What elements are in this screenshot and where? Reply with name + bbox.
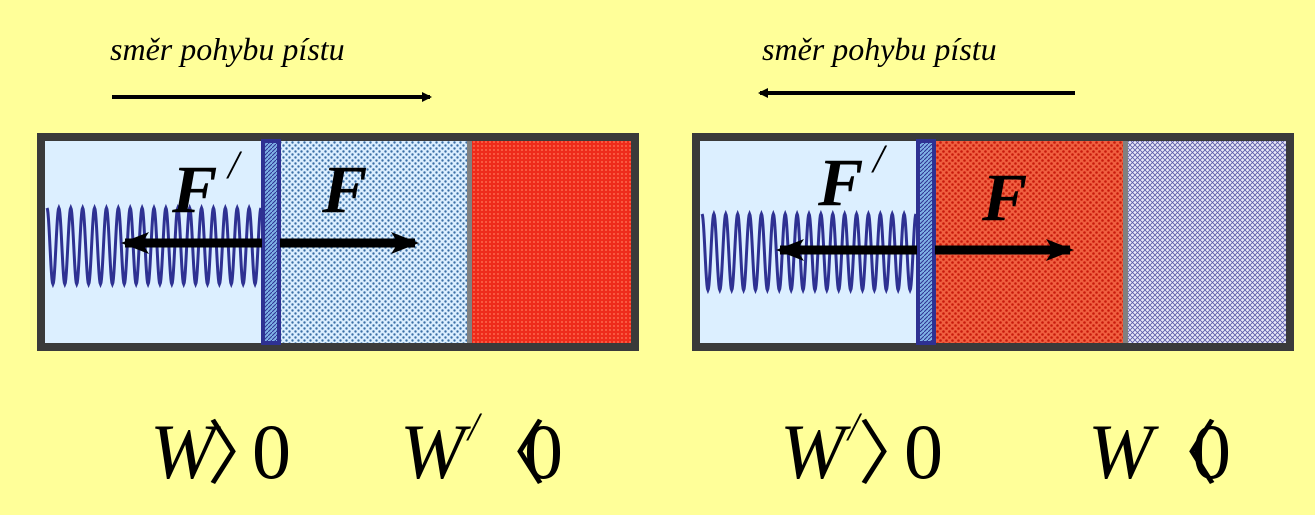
right-spring-force-label: F xyxy=(817,144,863,220)
right-eq-a-prime: / xyxy=(846,404,863,449)
right-spring-force-prime: / xyxy=(871,136,888,181)
right-panel: směr pohybu pístu F / F W / 〉 0 W 〈 0 xyxy=(692,31,1294,495)
right-eq-a-symbol: W xyxy=(780,408,851,495)
right-chamber-divider xyxy=(1123,141,1128,343)
left-eq-b-prime: / xyxy=(466,404,483,449)
right-equation-b: W 〈 0 xyxy=(1088,408,1231,495)
right-red-gas-chamber xyxy=(934,141,1123,343)
left-direction-label: směr pohybu pístu xyxy=(110,31,345,67)
left-eq-a-relation: 〉 xyxy=(207,413,277,495)
right-purple-gas-chamber xyxy=(1128,141,1286,343)
right-eq-b-value: 0 xyxy=(1192,408,1231,495)
left-eq-b-relation: 〈 xyxy=(476,413,546,495)
left-red-gas-chamber xyxy=(472,141,631,343)
left-chamber-divider xyxy=(467,141,472,343)
right-spring-chamber xyxy=(700,141,918,343)
left-spring-force-label: F xyxy=(171,151,217,227)
left-equation-a: W 〉 0 xyxy=(150,408,291,495)
left-spring-force-prime: / xyxy=(226,142,243,187)
left-gas-force-label: F xyxy=(321,151,367,227)
left-panel: směr pohybu pístu F / F W 〉 0 W / 〈 0 xyxy=(37,31,639,495)
right-eq-b-relation: 〈 xyxy=(1148,413,1218,495)
right-direction-label: směr pohybu pístu xyxy=(762,31,997,67)
right-eq-b-symbol: W xyxy=(1088,408,1159,495)
left-eq-a-value: 0 xyxy=(252,408,291,495)
right-spring xyxy=(700,209,918,295)
left-spring xyxy=(45,203,263,289)
right-eq-a-value: 0 xyxy=(904,408,943,495)
left-eq-b-symbol: W xyxy=(400,408,471,495)
left-eq-b-value: 0 xyxy=(524,408,563,495)
right-piston xyxy=(916,139,936,345)
left-eq-a-symbol: W xyxy=(150,408,221,495)
right-gas-force-label: F xyxy=(981,159,1027,235)
right-eq-a-relation: 〉 xyxy=(858,413,928,495)
right-equation-a: W / 〉 0 xyxy=(780,404,943,495)
left-piston xyxy=(261,139,281,345)
left-equation-b: W / 〈 0 xyxy=(400,404,563,495)
